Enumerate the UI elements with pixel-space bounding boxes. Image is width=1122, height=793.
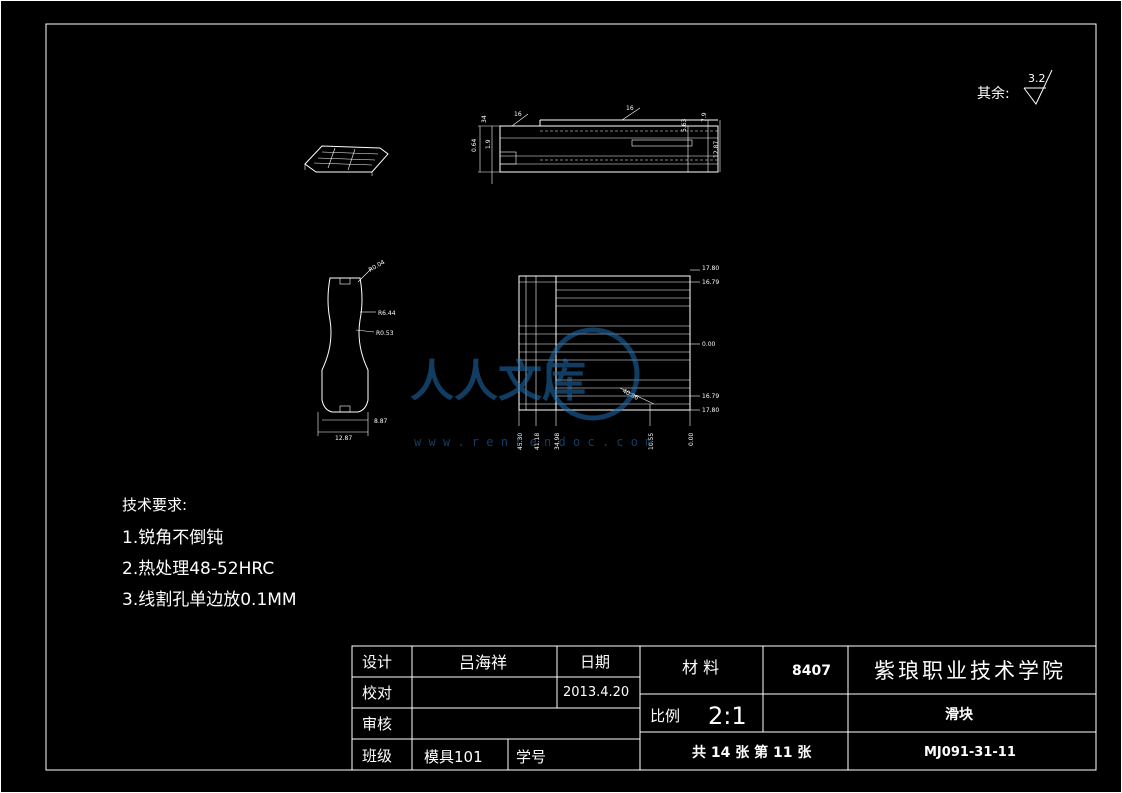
roughness-symbol-icon [1023, 69, 1053, 105]
design-label: 设计 [362, 653, 392, 671]
top-dim-7.9: 7.9 [701, 112, 708, 122]
check-label: 校对 [362, 684, 392, 702]
watermark-url: w w w . r e n r e n d o c . c o m [414, 435, 652, 449]
student-no-label: 学号 [516, 748, 546, 766]
scale-label: 比例 [650, 707, 680, 725]
side-view [317, 267, 376, 436]
main-dim-10.55: 10.55 [648, 433, 655, 450]
date-value: 2013.4.20 [563, 685, 629, 700]
main-dim-0.00-bottom: 0.00 [688, 432, 695, 446]
main-dim-16.79-bottom: 16.79 [702, 393, 719, 400]
main-dim-34.98: 34.98 [554, 433, 561, 450]
top-view [478, 107, 721, 184]
title-block [351, 645, 1097, 771]
tech-req-item-1: 1.锐角不倒钝 [122, 528, 223, 548]
top-dim-12.87: 12.87 [713, 141, 720, 158]
class-value: 模具101 [424, 748, 483, 766]
main-dim-17.80-bottom: 17.80 [702, 407, 719, 414]
class-label: 班级 [362, 747, 392, 765]
top-dim-5.63: 5.63 [681, 118, 688, 132]
main-view [518, 269, 700, 426]
top-dim-16a: 16 [514, 111, 522, 118]
side-dim-r0.53: R0.53 [376, 330, 394, 337]
main-dim-45.30: 45.30 [517, 433, 524, 450]
school-name: 紫琅职业技术学院 [874, 659, 1066, 683]
main-dim-16.79-top: 16.79 [702, 279, 719, 286]
main-dim-17.80-top: 17.80 [702, 265, 719, 272]
side-dim-8.87: 8.87 [374, 418, 388, 425]
watermark-logo: 人人文库 [410, 356, 586, 407]
top-dim-34: 34 [481, 115, 488, 123]
sheet-info: 共 14 张 第 11 张 [692, 744, 812, 761]
main-dim-0.00: 0.00 [702, 341, 716, 348]
main-dim-41.18: 41.18 [534, 433, 541, 450]
side-dim-r6.44: R6.44 [378, 310, 396, 317]
top-dim-1.9: 1.9 [485, 139, 492, 149]
tech-req-item-3: 3.线割孔单边放0.1MM [122, 590, 297, 610]
material-label: 材 料 [682, 658, 719, 677]
side-dim-r0.04: R0.04 [368, 259, 387, 274]
isometric-view [304, 145, 389, 176]
designer-name: 吕海祥 [459, 653, 507, 672]
scale-value: 2:1 [708, 702, 747, 730]
roughness-label: 其余: [977, 85, 1010, 102]
top-dim-16b: 16 [626, 105, 634, 112]
date-label: 日期 [580, 653, 610, 671]
material-value: 8407 [792, 663, 831, 679]
tech-req-title: 技术要求: [122, 496, 187, 514]
roughness-value: 3.2 [1028, 72, 1046, 85]
watermark: 人人文库 w w w . r e n r e n d o c . c o m [410, 327, 652, 449]
top-dim-0.64: 0.64 [471, 138, 478, 152]
tech-req-item-2: 2.热处理48-52HRC [122, 559, 274, 579]
side-dim-12.87: 12.87 [335, 435, 352, 442]
review-label: 审核 [362, 715, 392, 733]
drawing-number: MJ091-31-11 [924, 745, 1016, 760]
part-name: 滑块 [945, 706, 974, 723]
